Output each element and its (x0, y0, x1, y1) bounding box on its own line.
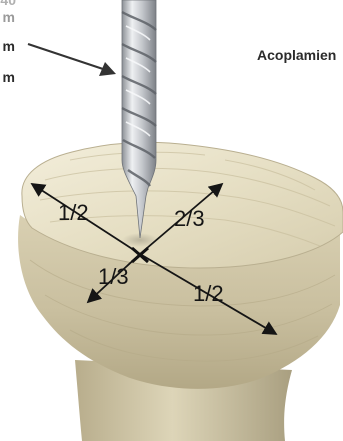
coupling-label: Acoplamien (257, 47, 336, 63)
dimension-label-upper-right: 2/3 (174, 206, 205, 231)
callout-arrow (28, 44, 116, 76)
dimension-label-upper-left: 1/2 (58, 200, 89, 225)
dimension-label-lower-right: 1/2 (193, 281, 224, 306)
dimension-label-lower-left: 1/3 (98, 264, 129, 289)
